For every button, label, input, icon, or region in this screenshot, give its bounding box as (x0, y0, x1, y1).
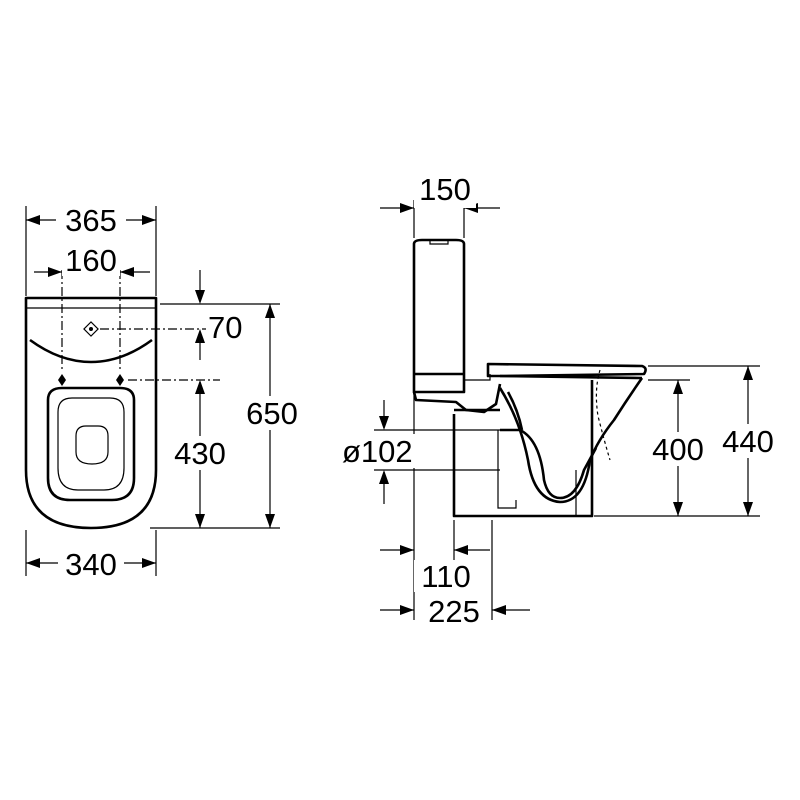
top-view-outline (24, 296, 158, 530)
dim-diameter-102: ø102 (342, 434, 413, 469)
dim-650: 650 (246, 396, 298, 431)
dim-160: 160 (65, 243, 117, 278)
dim-365: 365 (65, 203, 117, 238)
dim-70: 70 (208, 310, 242, 345)
side-view: 150 ø102 400 440 110 225 (340, 172, 780, 629)
top-view-seat (46, 386, 136, 502)
top-view: 365 160 70 650 430 340 (24, 202, 302, 582)
dim-400: 400 (652, 432, 704, 467)
side-view-cistern (412, 238, 466, 394)
dim-340: 340 (65, 547, 117, 582)
side-view-seat (486, 362, 647, 378)
dim-150: 150 (419, 172, 471, 207)
top-view-rear-ledge (29, 338, 153, 364)
top-view-water-area (75, 425, 109, 465)
dim-110: 110 (421, 559, 470, 594)
fixing-hole-right-icon (116, 374, 124, 386)
dim-225: 225 (428, 594, 480, 629)
dim-440: 440 (722, 424, 774, 459)
dim-430: 430 (174, 436, 226, 471)
flush-button-icon (83, 321, 99, 337)
side-view-bowl (498, 377, 644, 504)
fixing-hole-left-icon (58, 374, 66, 386)
top-view-bowl-opening (57, 397, 125, 491)
